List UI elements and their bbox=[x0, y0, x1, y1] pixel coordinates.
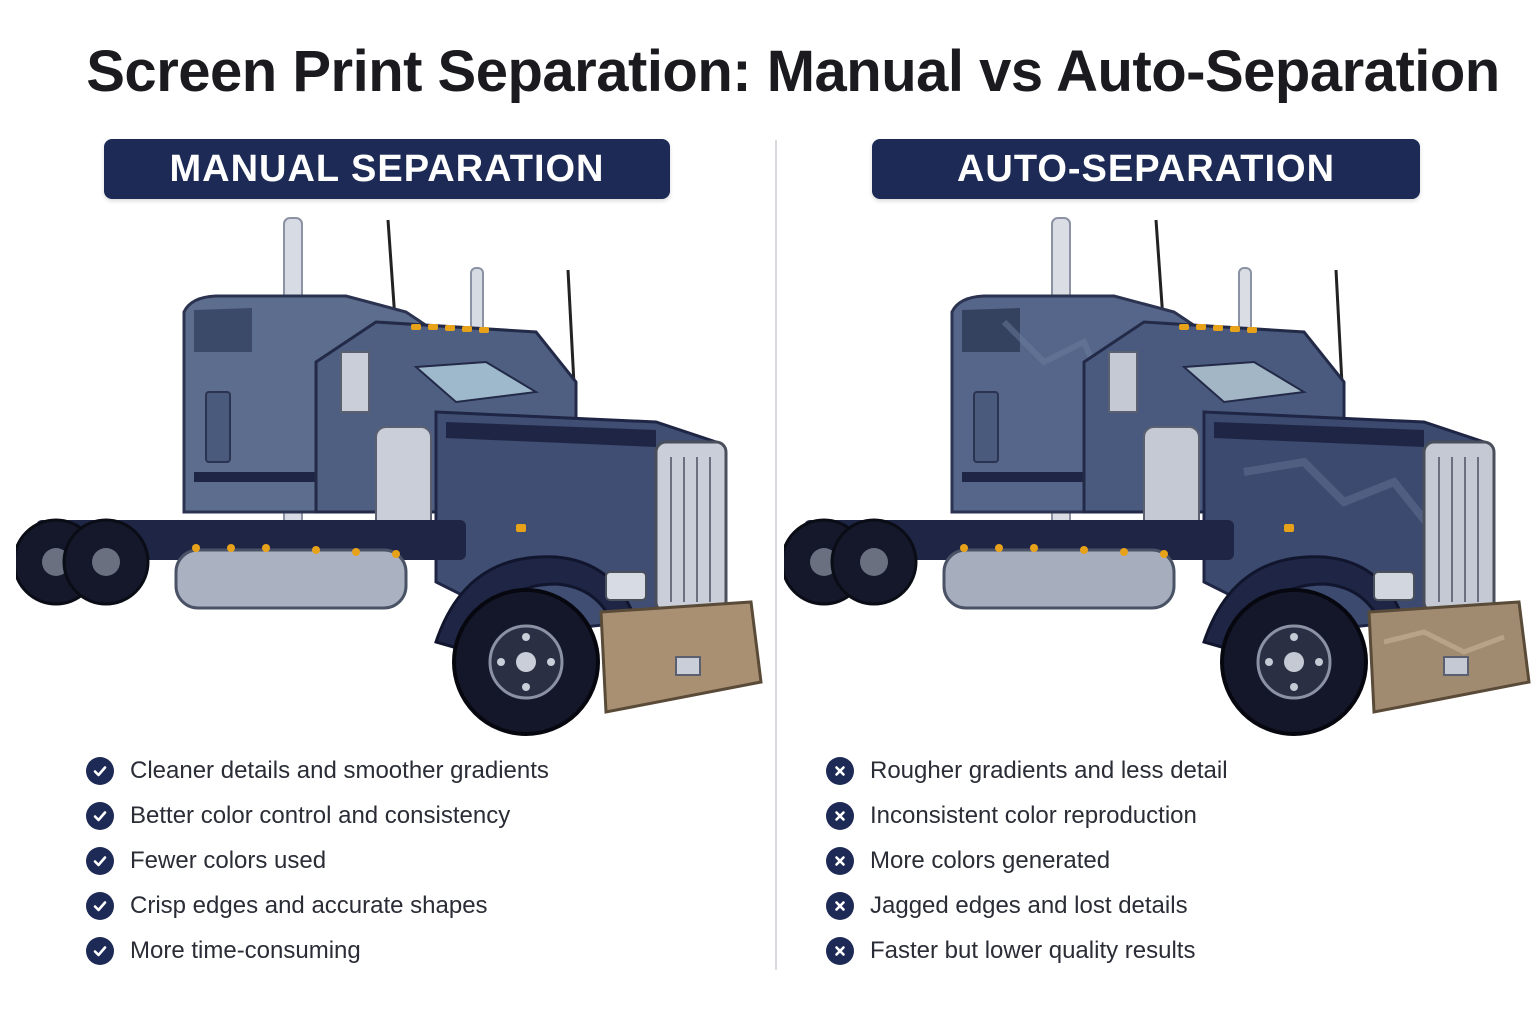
page-title: Screen Print Separation: Manual vs Auto-… bbox=[86, 39, 1500, 104]
list-item: Rougher gradients and less detail bbox=[826, 748, 1486, 793]
list-item: Faster but lower quality results bbox=[826, 928, 1486, 973]
check-circle-icon bbox=[86, 936, 114, 965]
feature-text: Inconsistent color reproduction bbox=[870, 801, 1197, 829]
feature-text: Jagged edges and lost details bbox=[870, 891, 1188, 919]
manual-separation-panel: MANUAL SEPARATION bbox=[16, 139, 763, 973]
feature-text: Rougher gradients and less detail bbox=[870, 756, 1228, 784]
manual-feature-list: Cleaner details and smoother gradients B… bbox=[86, 748, 746, 973]
check-circle-icon bbox=[86, 756, 114, 785]
feature-text: More time-consuming bbox=[130, 936, 361, 964]
list-item: More time-consuming bbox=[86, 928, 746, 973]
check-circle-icon bbox=[86, 891, 114, 920]
list-item: More colors generated bbox=[826, 838, 1486, 883]
auto-separation-header: AUTO-SEPARATION bbox=[872, 139, 1420, 199]
feature-text: Better color control and consistency bbox=[130, 801, 511, 829]
x-circle-icon bbox=[826, 801, 854, 830]
truck-illustration-auto bbox=[784, 217, 1531, 736]
feature-text: More colors generated bbox=[870, 846, 1111, 874]
center-divider bbox=[775, 140, 777, 970]
x-circle-icon bbox=[826, 891, 854, 920]
list-item: Crisp edges and accurate shapes bbox=[86, 883, 746, 928]
x-circle-icon bbox=[826, 936, 854, 965]
x-circle-icon bbox=[826, 756, 854, 785]
feature-text: Faster but lower quality results bbox=[870, 936, 1196, 964]
feature-text: Fewer colors used bbox=[130, 846, 327, 874]
list-item: Better color control and consistency bbox=[86, 793, 746, 838]
x-circle-icon bbox=[826, 846, 854, 875]
manual-separation-header: MANUAL SEPARATION bbox=[104, 139, 670, 199]
list-item: Jagged edges and lost details bbox=[826, 883, 1486, 928]
check-circle-icon bbox=[86, 846, 114, 875]
list-item: Inconsistent color reproduction bbox=[826, 793, 1486, 838]
feature-text: Cleaner details and smoother gradients bbox=[130, 756, 549, 784]
feature-text: Crisp edges and accurate shapes bbox=[130, 891, 488, 919]
list-item: Fewer colors used bbox=[86, 838, 746, 883]
truck-illustration-manual bbox=[16, 217, 763, 736]
list-item: Cleaner details and smoother gradients bbox=[86, 748, 746, 793]
auto-separation-panel: AUTO-SEPARATION bbox=[768, 0, 1536, 1024]
auto-feature-list: Rougher gradients and less detail Incons… bbox=[826, 748, 1486, 973]
check-circle-icon bbox=[86, 801, 114, 830]
